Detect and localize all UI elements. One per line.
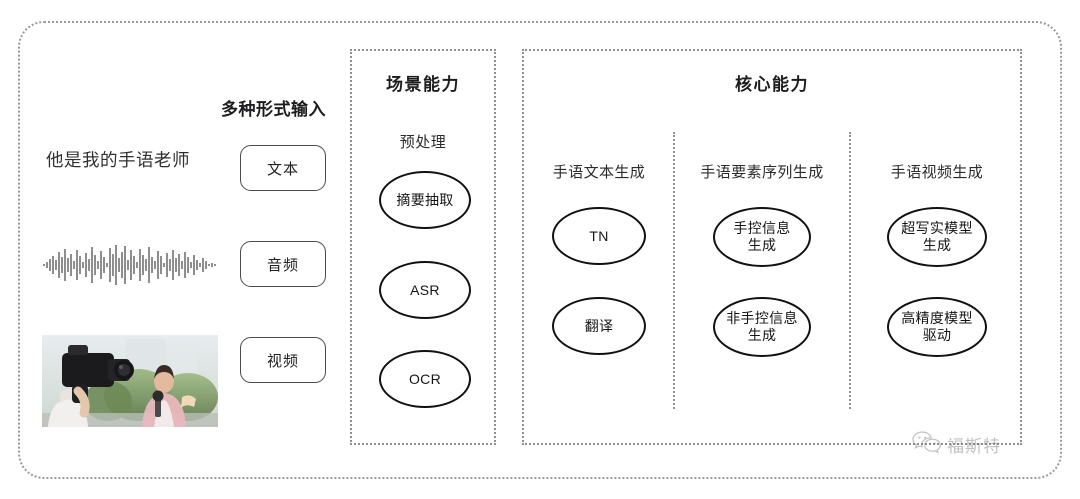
core-node-tn-line1: TN: [589, 227, 609, 244]
core-node-tn[interactable]: TN: [552, 207, 646, 265]
sample-text-label: 他是我的手语老师: [46, 150, 190, 170]
scene-capability-subtitle: 预处理: [399, 134, 447, 151]
core-column-title-text-generation: 手语文本生成: [552, 164, 646, 181]
core-node-non-manual-info-line1: 非手控信息: [726, 310, 798, 327]
watermark: 福斯特: [912, 430, 1001, 459]
modality-button-audio[interactable]: 音频: [240, 241, 326, 287]
waveform-icon: [42, 243, 218, 287]
video-thumbnail-icon: [42, 335, 218, 427]
core-node-manual-info-generation[interactable]: 手控信息 生成: [713, 207, 811, 267]
scene-capability-title: 场景能力: [386, 75, 460, 94]
core-column-element-sequence: 手语要素序列生成 手控信息 生成 非手控信息 生成: [674, 51, 850, 447]
wechat-icon: [912, 430, 942, 459]
core-node-translation-line1: 翻译: [584, 317, 614, 334]
core-node-manual-info-line2: 生成: [747, 237, 777, 253]
core-column-divider-1: [673, 132, 675, 409]
core-capability-title: 核心能力: [735, 75, 809, 94]
core-node-photorealistic-model-generation[interactable]: 超写实模型 生成: [887, 207, 987, 267]
core-node-non-manual-info-generation[interactable]: 非手控信息 生成: [713, 297, 811, 357]
core-node-manual-info-line1: 手控信息: [733, 220, 791, 237]
core-column-video-generation: 手语视频生成 超写实模型 生成 高精度模型 驱动: [850, 51, 1024, 447]
core-node-high-precision-line2: 驱动: [922, 327, 952, 343]
core-column-divider-2: [849, 132, 851, 409]
core-node-high-precision-line1: 高精度模型: [901, 310, 973, 327]
input-section: 多种形式输入 他是我的手语老师: [30, 95, 330, 427]
input-section-title: 多种形式输入: [221, 100, 326, 119]
watermark-label: 福斯特: [947, 437, 1001, 456]
core-column-title-element-sequence: 手语要素序列生成: [700, 164, 824, 181]
modality-button-text[interactable]: 文本: [240, 145, 326, 191]
diagram-outer-frame: [18, 21, 1062, 479]
scene-capability-panel: 场景能力 预处理 摘要抽取 ASR OCR: [350, 49, 496, 445]
scene-node-summary-extraction[interactable]: 摘要抽取: [379, 171, 471, 229]
core-node-translation[interactable]: 翻译: [552, 297, 646, 355]
core-node-photorealistic-line2: 生成: [922, 237, 952, 253]
core-node-photorealistic-line1: 超写实模型: [901, 220, 973, 237]
core-column-text-generation: 手语文本生成 TN 翻译: [524, 51, 674, 447]
scene-node-ocr[interactable]: OCR: [379, 350, 471, 408]
modality-button-video[interactable]: 视频: [240, 337, 326, 383]
scene-node-asr[interactable]: ASR: [379, 261, 471, 319]
core-node-high-precision-model-driving[interactable]: 高精度模型 驱动: [887, 297, 987, 357]
core-node-non-manual-info-line2: 生成: [747, 327, 777, 343]
core-column-title-video-generation: 手语视频生成: [890, 164, 984, 181]
core-capability-panel: 核心能力 手语文本生成 TN 翻译 手语要素序列生成 手控信息 生成 非手控信息: [522, 49, 1022, 445]
